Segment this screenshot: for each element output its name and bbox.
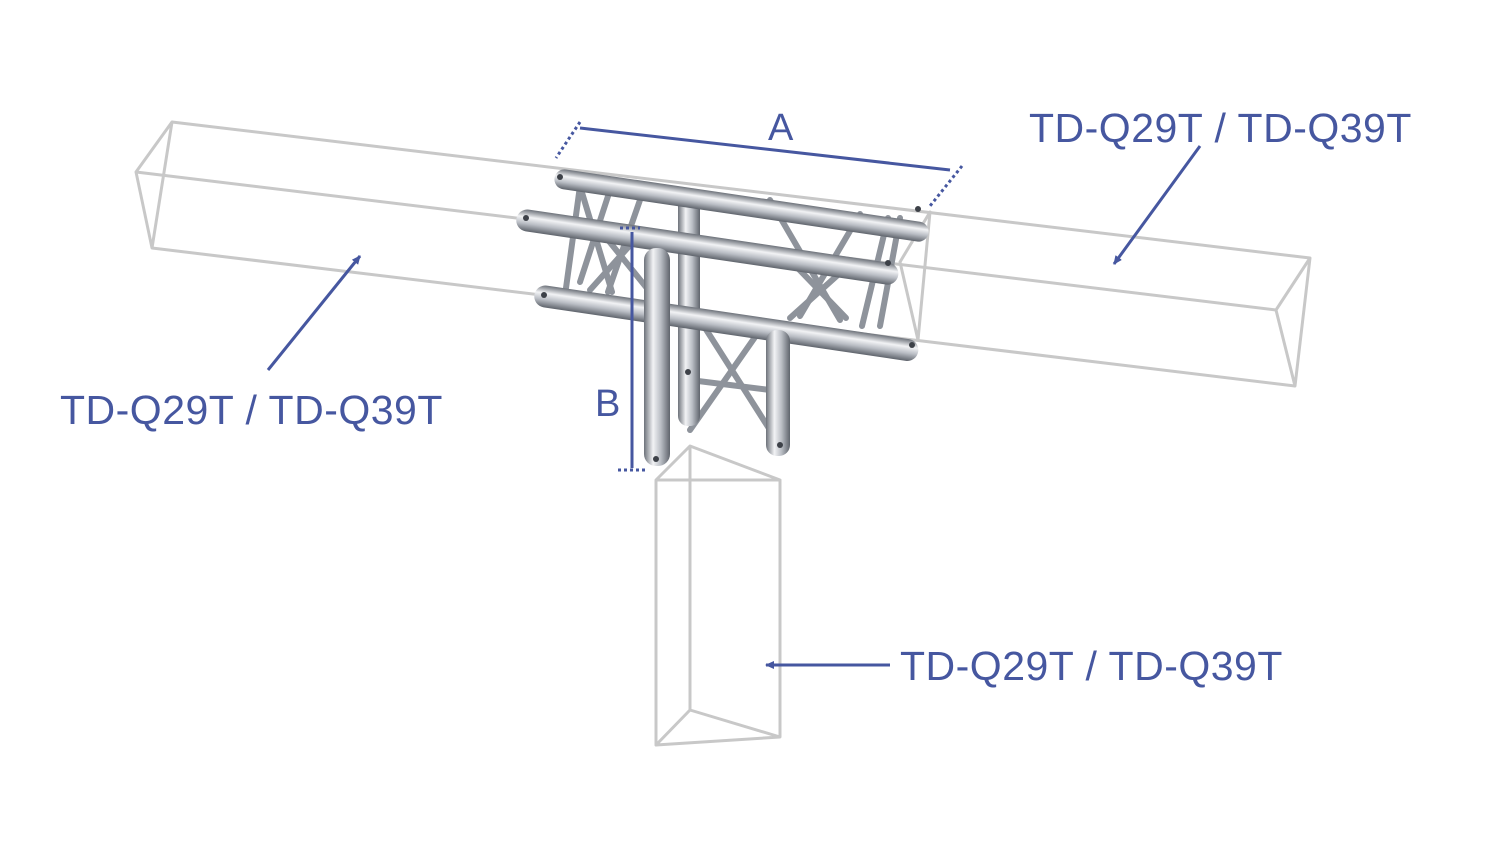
dimension-b-label: B (595, 383, 621, 425)
dimension-a-label: A (768, 107, 794, 149)
arrow-left (266, 255, 362, 371)
part-label-upper-right: TD-Q29T / TD-Q39T (1029, 105, 1412, 151)
part-label-left: TD-Q29T / TD-Q39T (60, 387, 443, 433)
dimension-a (554, 121, 964, 207)
dimension-b (618, 226, 648, 472)
ghost-truss-vertical (654, 444, 782, 747)
arrow-upper-right (1112, 145, 1202, 265)
truss-t-junction (516, 169, 929, 466)
part-label-bottom: TD-Q29T / TD-Q39T (900, 643, 1283, 689)
